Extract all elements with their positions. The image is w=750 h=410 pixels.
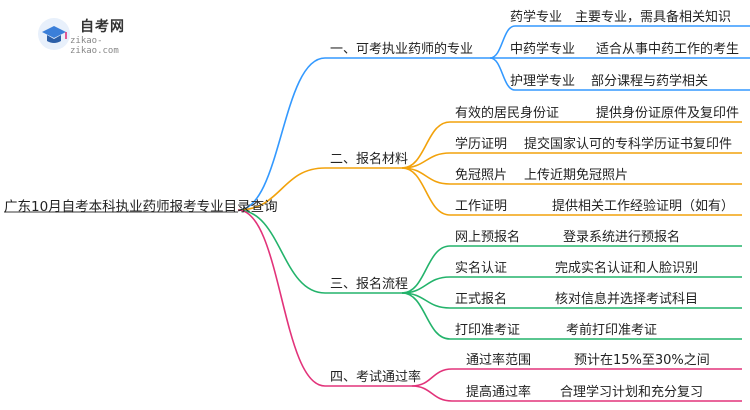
branch-2-connector (237, 167, 326, 211)
branch-4-connector (237, 209, 326, 387)
branch-1-item-1-connector (489, 25, 516, 59)
branch-2-item-2: 学历证明 (455, 137, 508, 152)
branch-2-item-4-connector (401, 167, 451, 216)
branch-4-item-2: 提高通过率 (466, 385, 532, 400)
branch-3-item-1-connector (401, 245, 451, 294)
branch-2-item-1-detail: 提供身份证原件及复印件 (596, 106, 740, 121)
branch-2-item-4: 工作证明 (455, 199, 508, 214)
branch-1-item-3: 护理学专业 (510, 74, 576, 89)
branch-4-item-1: 通过率范围 (466, 353, 532, 368)
branch-2-item-2-detail: 提交国家认可的专科学历证书复印件 (524, 137, 733, 152)
branch-3-item-3: 正式报名 (455, 292, 508, 307)
branch-4-label: 四、考试通过率 (330, 370, 422, 385)
branch-2-item-1-connector (401, 121, 451, 169)
logo-name: 自考网 (80, 19, 125, 35)
branch-3-item-2-detail: 完成实名认证和人脸识别 (555, 261, 699, 276)
branch-2-item-1: 有效的居民身份证 (455, 106, 560, 121)
branch-1-label: 一、可考执业药师的专业 (330, 42, 474, 57)
branch-3-item-2: 实名认证 (455, 261, 508, 276)
branch-2-item-3: 免冠照片 (455, 168, 508, 183)
branch-3-item-3-detail: 核对信息并选择考试科目 (555, 292, 699, 307)
branch-3-item-4-connector (401, 292, 451, 340)
branch-4-item-2-detail: 合理学习计划和充分复习 (560, 385, 704, 400)
logo-url: zikao-zikao.com (70, 36, 119, 56)
branch-1-item-1: 药学专业 (510, 10, 563, 25)
branch-2-item-4-detail: 提供相关工作经验证明（如有） (552, 199, 735, 214)
branch-1-item-2-detail: 适合从事中药工作的考生 (596, 42, 740, 57)
branch-3-item-1: 网上预报名 (455, 230, 521, 245)
branch-4-item-1-detail: 预计在15%至30%之间 (574, 353, 710, 368)
branch-3-item-1-detail: 登录系统进行预报名 (563, 230, 681, 245)
branch-3-connector (237, 209, 326, 294)
branch-1-connector (237, 57, 326, 211)
branch-3-label: 三、报名流程 (330, 277, 409, 292)
branch-1-item-3-connector (489, 57, 516, 91)
branch-1-item-2: 中药学专业 (510, 42, 576, 57)
site-logo[interactable]: 自考网 zikao-zikao.com (30, 14, 150, 56)
branch-3-item-4: 打印准考证 (455, 323, 521, 338)
branch-2-label: 二、报名材料 (330, 152, 409, 167)
branch-4-item-2-connector (411, 385, 453, 402)
branch-2-item-3-detail: 上传近期免冠照片 (524, 168, 629, 183)
branch-1-item-1-detail: 主要专业，需具备相关知识 (575, 10, 732, 25)
root-topic: 广东10月自考本科执业药师报考专业目录查询 (4, 199, 278, 215)
branch-3-item-4-detail: 考前打印准考证 (566, 323, 658, 338)
branch-1-item-3-detail: 部分课程与药学相关 (591, 74, 709, 89)
graduation-cap-icon (38, 18, 70, 50)
